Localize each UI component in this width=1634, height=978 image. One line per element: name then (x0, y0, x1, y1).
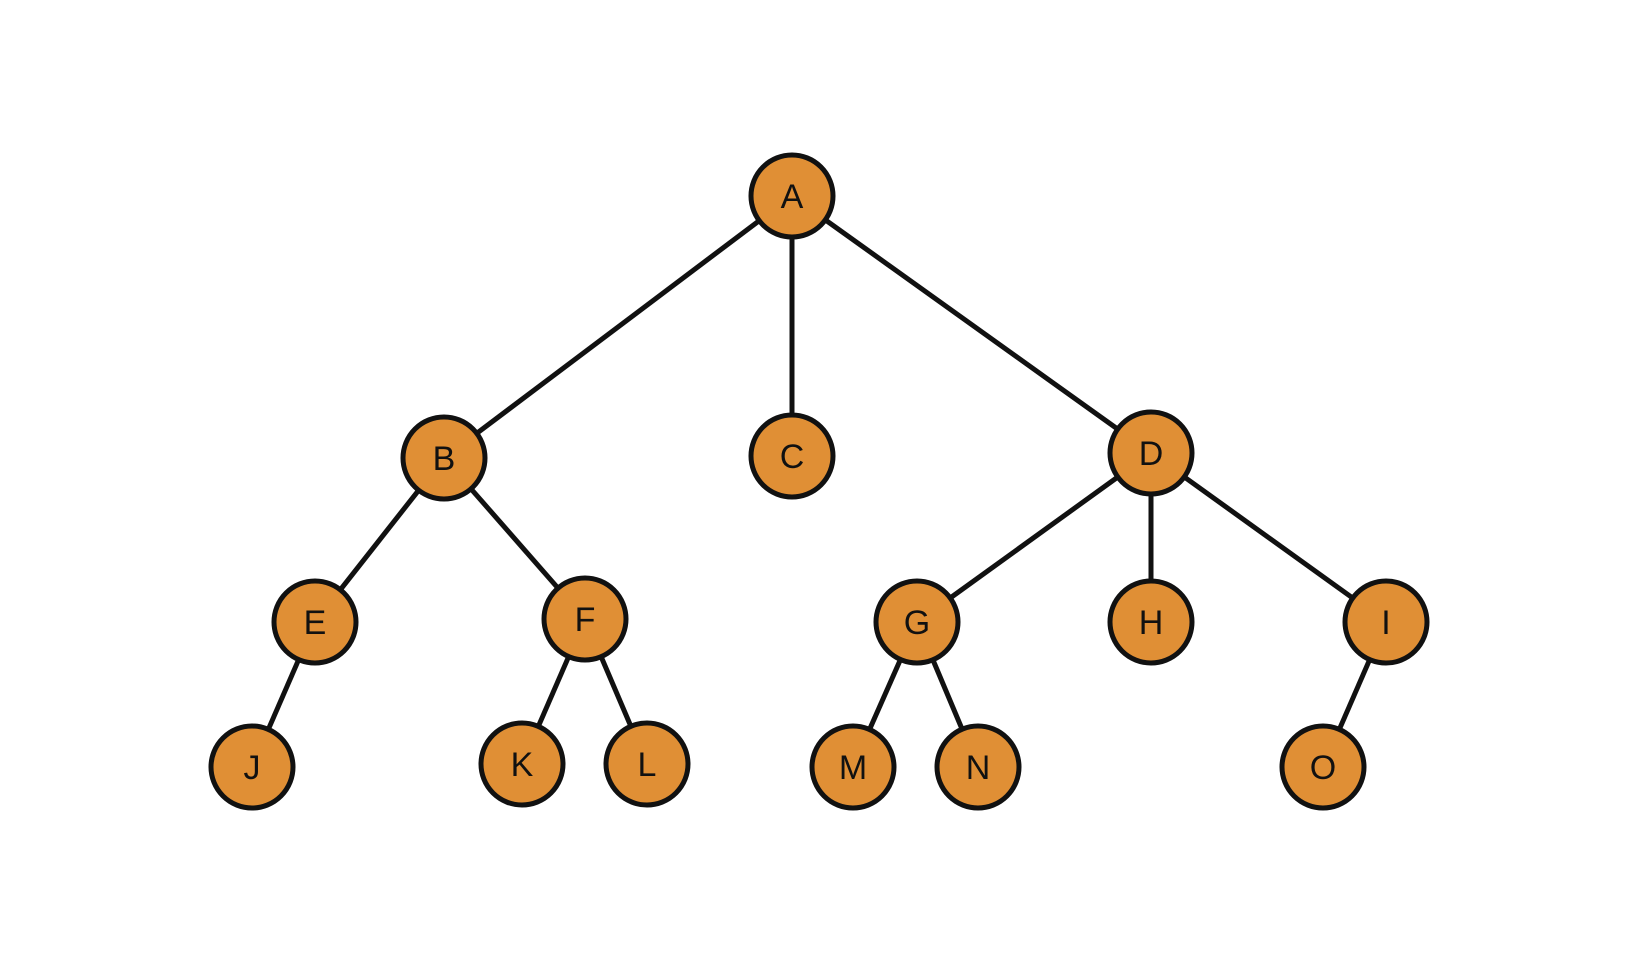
node-g: G (873, 578, 961, 666)
node-c: C (748, 412, 836, 500)
node-h: H (1107, 578, 1195, 666)
edge-g-n (931, 660, 964, 729)
edge-b-f (470, 488, 559, 589)
node-circle (541, 575, 629, 663)
node-a: A (748, 152, 836, 240)
edge-g-m (868, 660, 902, 729)
node-circle (271, 578, 359, 666)
node-i: I (1342, 578, 1430, 666)
node-l: L (603, 720, 691, 808)
node-label: N (966, 749, 991, 787)
nodes-layer: A B C D E F G H I J K L M N O (208, 152, 1430, 811)
node-f: F (541, 575, 629, 663)
node-circle (1107, 578, 1195, 666)
edge-b-e (339, 490, 420, 590)
edge-d-i (1184, 476, 1353, 599)
edge-d-g (950, 476, 1118, 599)
node-label: O (1310, 749, 1336, 787)
node-label: I (1381, 604, 1390, 642)
node-circle (208, 723, 296, 811)
node-label: G (904, 604, 930, 642)
node-circle (873, 578, 961, 666)
node-n: N (934, 723, 1022, 811)
node-circle (400, 414, 488, 502)
edge-f-l (599, 657, 633, 726)
node-circle (478, 720, 566, 808)
node-circle (748, 412, 836, 500)
node-circle (809, 723, 897, 811)
node-label: D (1139, 435, 1164, 473)
node-label: H (1139, 604, 1164, 642)
node-circle (1107, 409, 1195, 497)
node-circle (934, 723, 1022, 811)
edge-i-o (1337, 660, 1372, 729)
node-label: A (781, 178, 804, 216)
node-circle (748, 152, 836, 240)
edge-f-k (536, 657, 571, 726)
node-d: D (1107, 409, 1195, 497)
node-label: E (304, 604, 327, 642)
node-circle (1279, 723, 1367, 811)
node-circle (603, 720, 691, 808)
node-o: O (1279, 723, 1367, 811)
node-e: E (271, 578, 359, 666)
node-label: C (780, 438, 805, 476)
node-label: J (244, 749, 261, 787)
node-label: F (575, 601, 596, 639)
node-label: K (511, 746, 534, 784)
edge-a-d (825, 218, 1118, 431)
node-circle (1342, 578, 1430, 666)
node-b: B (400, 414, 488, 502)
edge-e-j (266, 660, 301, 729)
node-k: K (478, 720, 566, 808)
edges-layer (266, 218, 1372, 729)
edge-a-b (476, 219, 760, 435)
node-j: J (208, 723, 296, 811)
node-label: M (839, 749, 867, 787)
node-m: M (809, 723, 897, 811)
node-label: B (433, 440, 456, 478)
node-label: L (638, 746, 657, 784)
